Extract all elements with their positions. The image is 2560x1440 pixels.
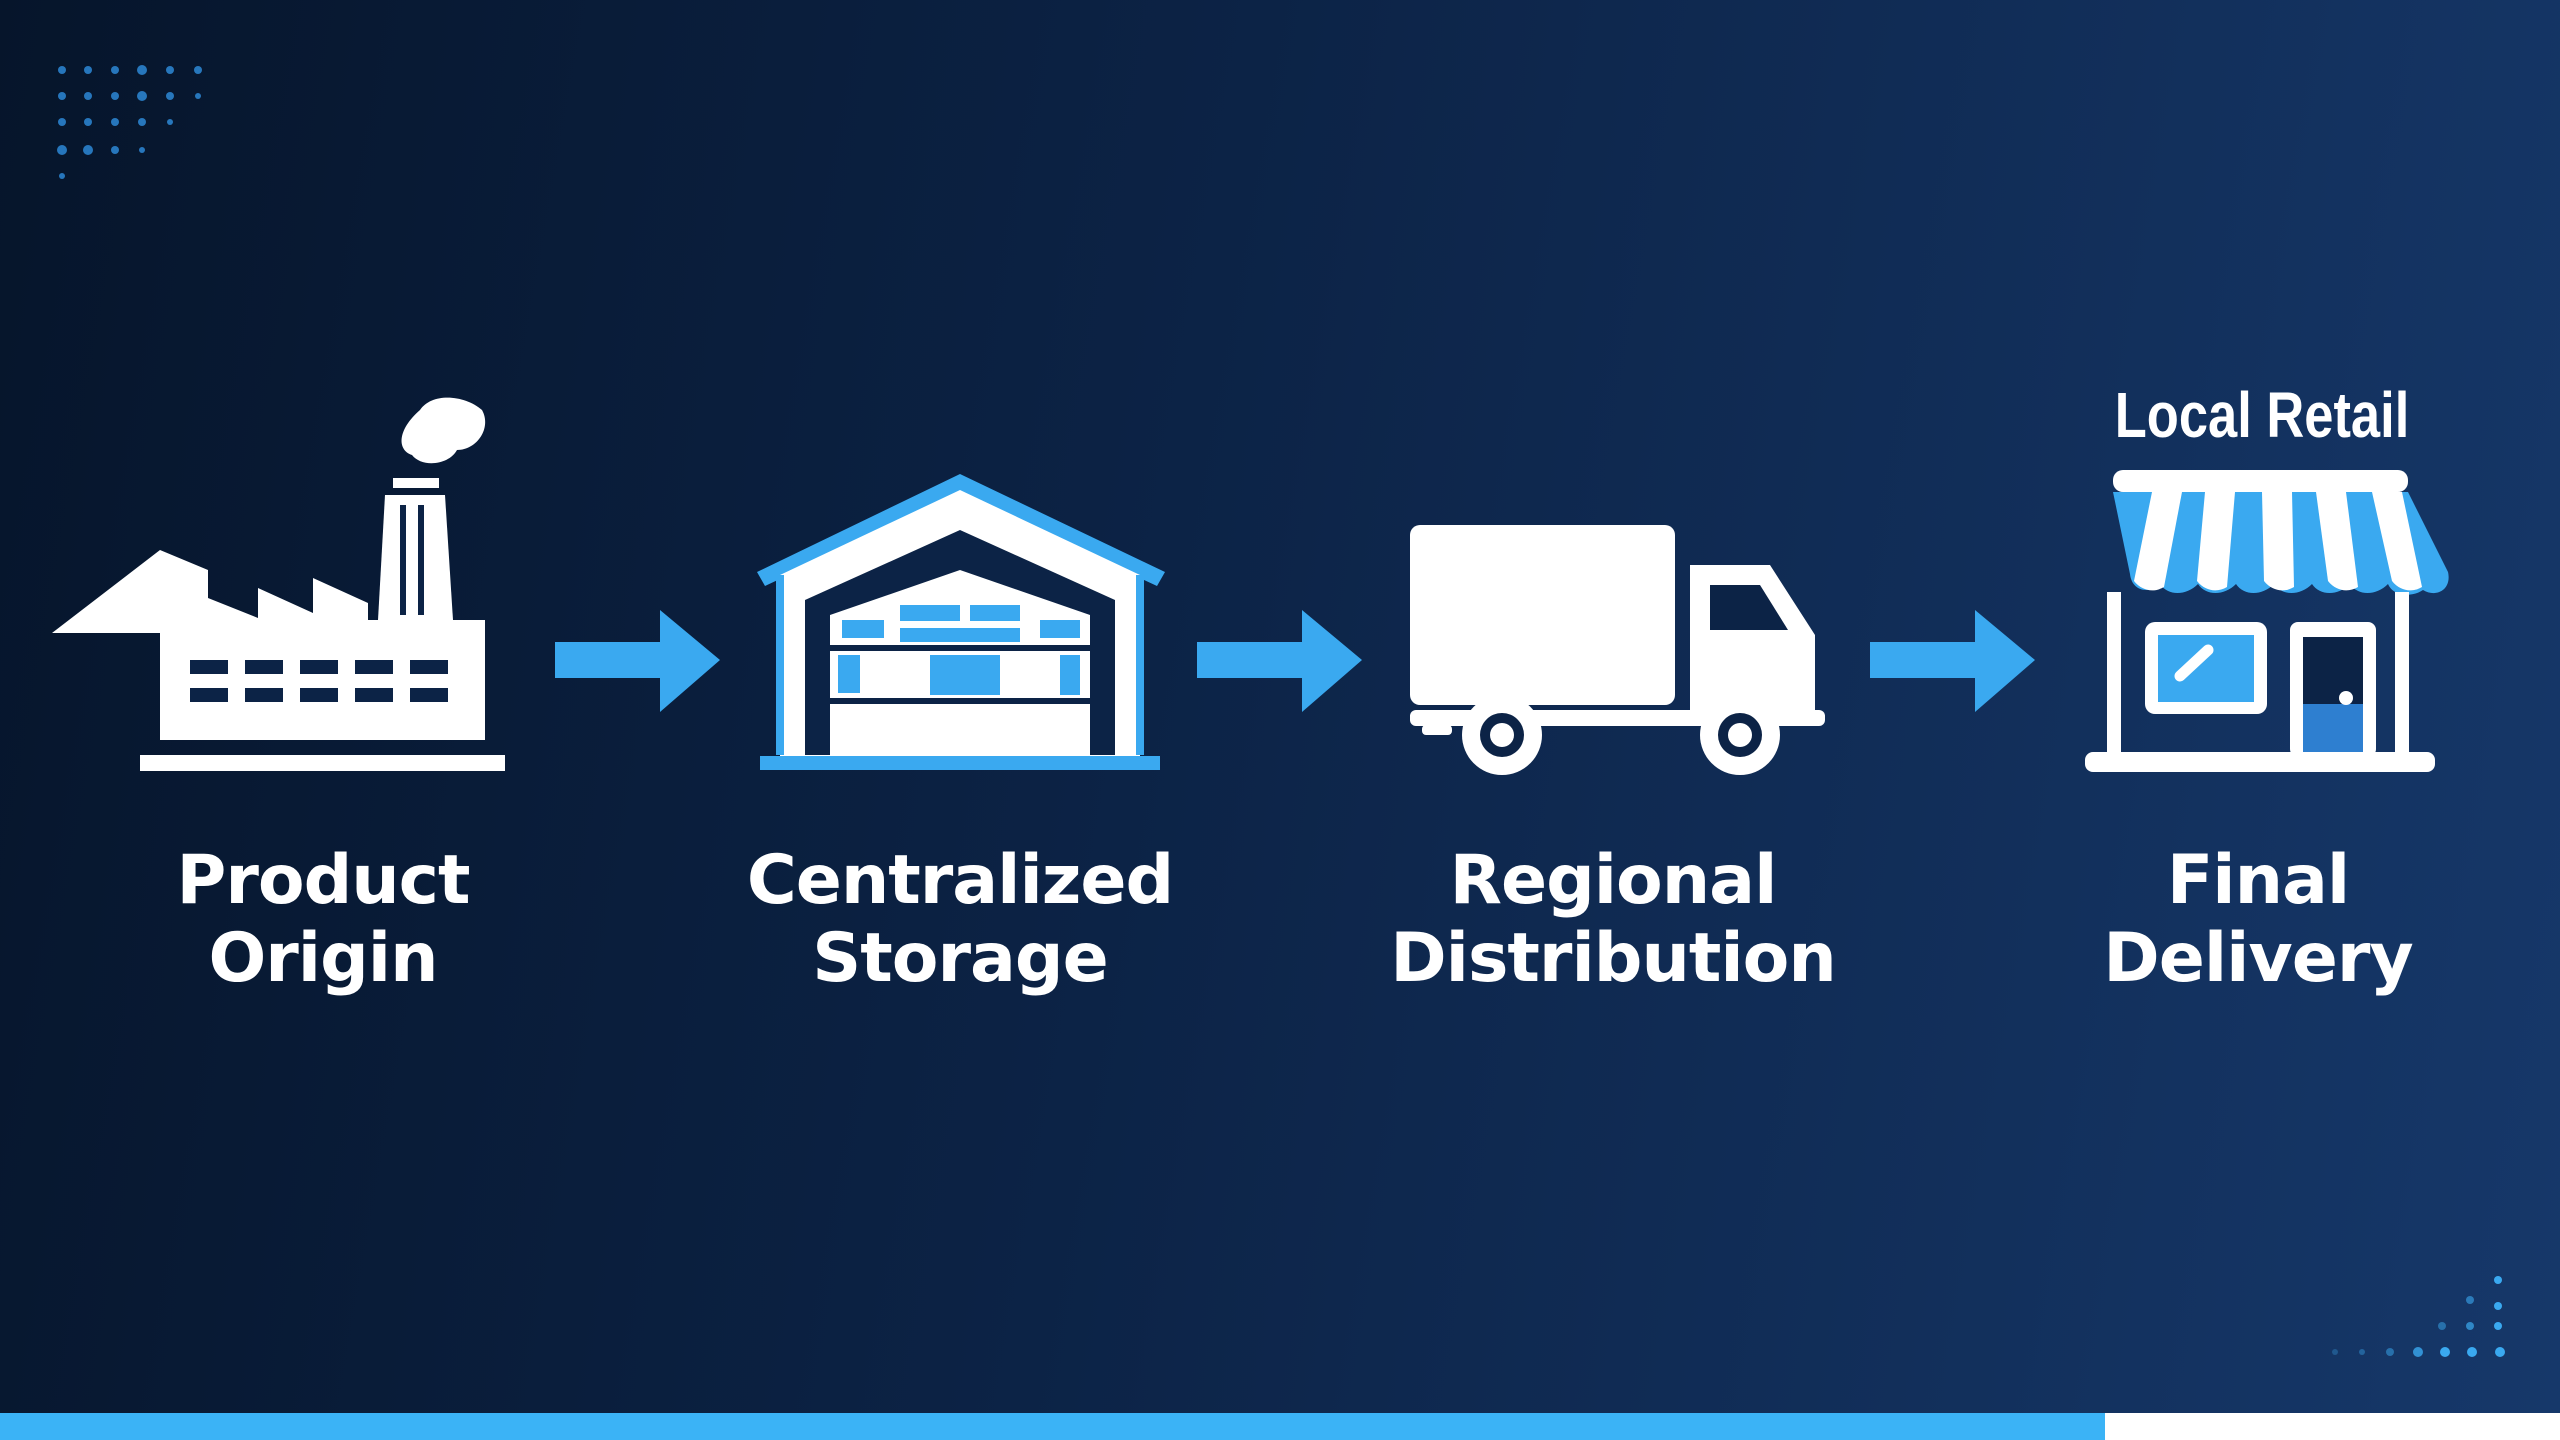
label-line: Delivery [2103, 919, 2414, 998]
arrow-icon [1870, 610, 2035, 712]
arrow-icon [555, 610, 720, 712]
factory-icon [52, 397, 505, 771]
label-line: Regional [1449, 841, 1778, 920]
truck-icon [1410, 525, 1825, 775]
step-label-product-origin: Product Origin [63, 842, 583, 998]
dot-pattern-top-left [57, 65, 202, 179]
label-line: Distribution [1390, 919, 1837, 998]
step-label-centralized-storage: Centralized Storage [700, 842, 1220, 998]
progress-bar-remainder [2105, 1413, 2560, 1440]
label-line: Origin [208, 919, 438, 998]
local-retail-tag: Local Retail [2114, 379, 2410, 451]
step-label-final-delivery: Final Delivery [1998, 842, 2518, 998]
warehouse-icon [757, 474, 1165, 770]
label-line: Storage [812, 919, 1108, 998]
arrow-icon [1197, 610, 1362, 712]
storefront-icon [2085, 470, 2449, 772]
label-line: Centralized [746, 841, 1174, 920]
step-label-regional-distribution: Regional Distribution [1353, 842, 1873, 998]
progress-bar-fill [0, 1413, 2105, 1440]
label-line: Product [176, 841, 471, 920]
label-line: Final [2166, 841, 2350, 920]
dot-pattern-bottom-right [2332, 1276, 2505, 1357]
